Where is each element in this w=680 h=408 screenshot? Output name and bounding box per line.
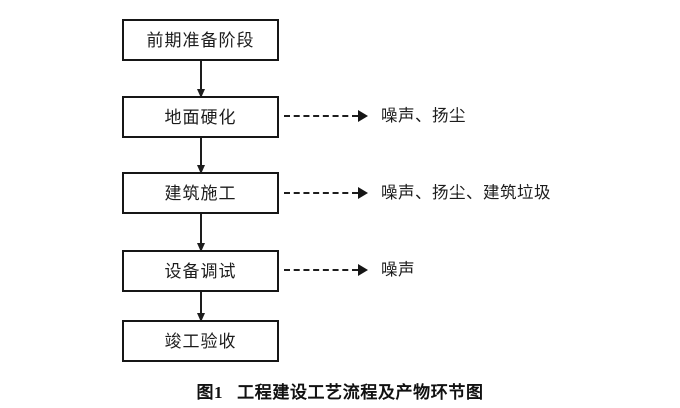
emission-label-ground: 噪声、扬尘 bbox=[381, 106, 466, 125]
emission-label-commission: 噪声 bbox=[381, 260, 415, 279]
flow-connector-commission-to-acceptance bbox=[196, 292, 205, 322]
flow-node-label: 设备调试 bbox=[164, 261, 237, 281]
dashed-line bbox=[284, 192, 358, 194]
flow-node-prep[interactable]: 前期准备阶段 bbox=[122, 19, 279, 61]
arrow-down-icon bbox=[196, 313, 205, 322]
flow-node-commission[interactable]: 设备调试 bbox=[122, 250, 279, 292]
dashed-line bbox=[284, 115, 358, 117]
arrow-right-icon bbox=[358, 264, 368, 276]
arrow-down-icon bbox=[196, 165, 205, 174]
flow-connector-ground-to-construct bbox=[196, 138, 205, 174]
flow-node-label: 建筑施工 bbox=[164, 183, 237, 203]
arrow-right-icon bbox=[358, 110, 368, 122]
flow-node-label: 竣工验收 bbox=[164, 331, 237, 351]
flow-node-acceptance[interactable]: 竣工验收 bbox=[122, 320, 279, 362]
arrow-down-icon bbox=[196, 243, 205, 252]
dashed-line bbox=[284, 269, 358, 271]
arrow-right-icon bbox=[358, 187, 368, 199]
figure-caption-text: 工程建设工艺流程及产物环节图 bbox=[237, 383, 484, 402]
flow-node-label: 前期准备阶段 bbox=[146, 30, 255, 50]
flow-node-label: 地面硬化 bbox=[164, 107, 237, 127]
flow-node-ground[interactable]: 地面硬化 bbox=[122, 96, 279, 138]
flow-connector-prep-to-ground bbox=[196, 61, 205, 98]
flow-connector-construct-to-commission bbox=[196, 214, 205, 252]
arrow-down-icon bbox=[196, 89, 205, 98]
emission-label-construct: 噪声、扬尘、建筑垃圾 bbox=[381, 183, 551, 202]
flow-node-construct[interactable]: 建筑施工 bbox=[122, 172, 279, 214]
figure-caption: 图1 工程建设工艺流程及产物环节图 bbox=[0, 378, 680, 403]
figure-number: 图1 bbox=[196, 383, 224, 402]
